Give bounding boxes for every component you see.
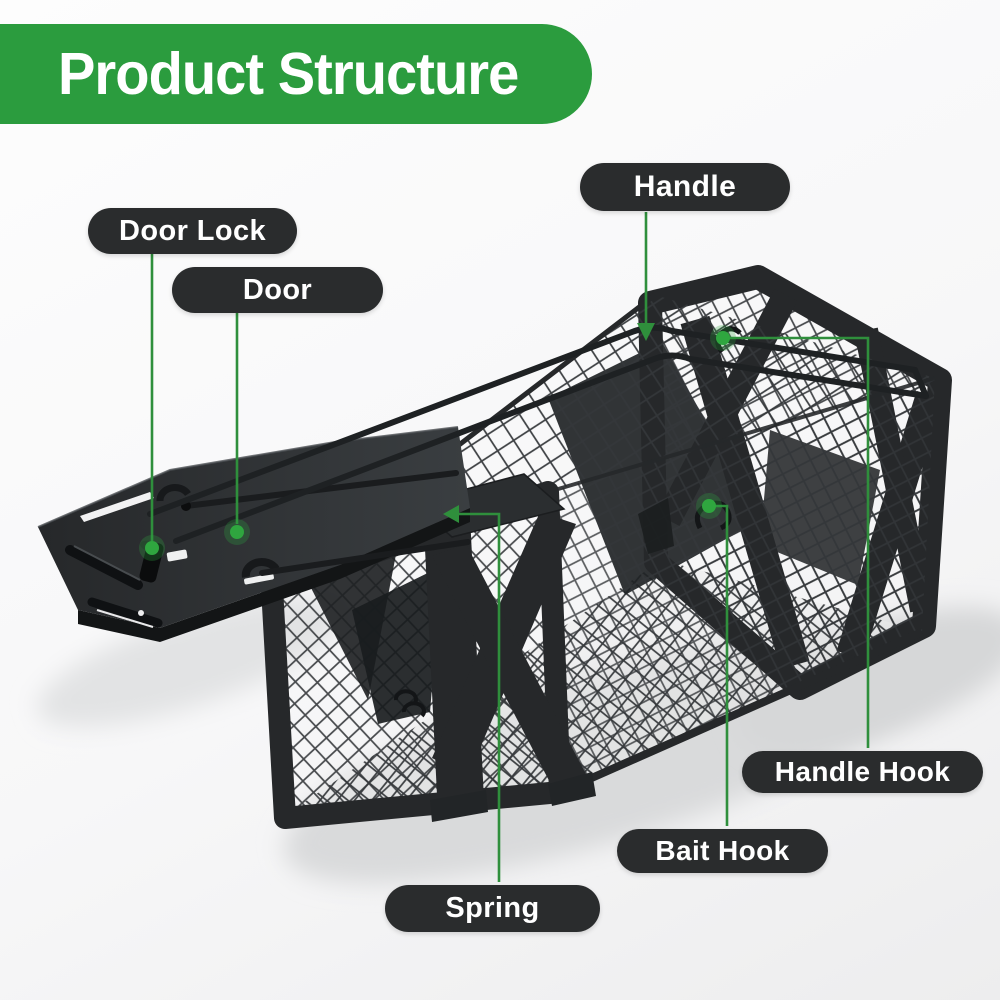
label-spring-text: Spring: [445, 892, 540, 924]
door-lock-leader-line: [139, 254, 165, 561]
annotations: [139, 212, 870, 882]
title-banner: Product Structure: [0, 24, 592, 124]
spring-part: [393, 689, 426, 718]
label-bait-hook: Bait Hook: [617, 829, 828, 873]
door-lock-indicator-dot: [145, 541, 159, 555]
door-indicator-dot: [230, 525, 244, 539]
side-wall-mesh: [548, 378, 935, 796]
label-bait-hook-text: Bait Hook: [655, 835, 790, 866]
label-door-lock-text: Door Lock: [119, 214, 266, 247]
label-handle-hook-text: Handle Hook: [774, 756, 951, 787]
handle-leader-line: [637, 212, 655, 341]
bait-hook-leader-line: [696, 493, 729, 826]
label-handle: Handle: [580, 163, 790, 211]
label-door: Door: [172, 267, 383, 313]
label-door-text: Door: [242, 273, 313, 306]
handle-hook-leader-line: [710, 325, 870, 748]
label-spring: Spring: [385, 885, 600, 932]
bait-hook-indicator-dot: [702, 499, 716, 513]
label-door-lock: Door Lock: [88, 208, 297, 254]
spring-leader-line: [443, 505, 501, 882]
label-handle-hook: Handle Hook: [742, 751, 983, 793]
door-part: [37, 426, 471, 642]
page-title: Product Structure: [58, 41, 519, 107]
label-handle-text: Handle: [633, 170, 737, 203]
handle-hook-indicator-dot: [716, 331, 730, 345]
door-leader-line: [224, 313, 250, 545]
